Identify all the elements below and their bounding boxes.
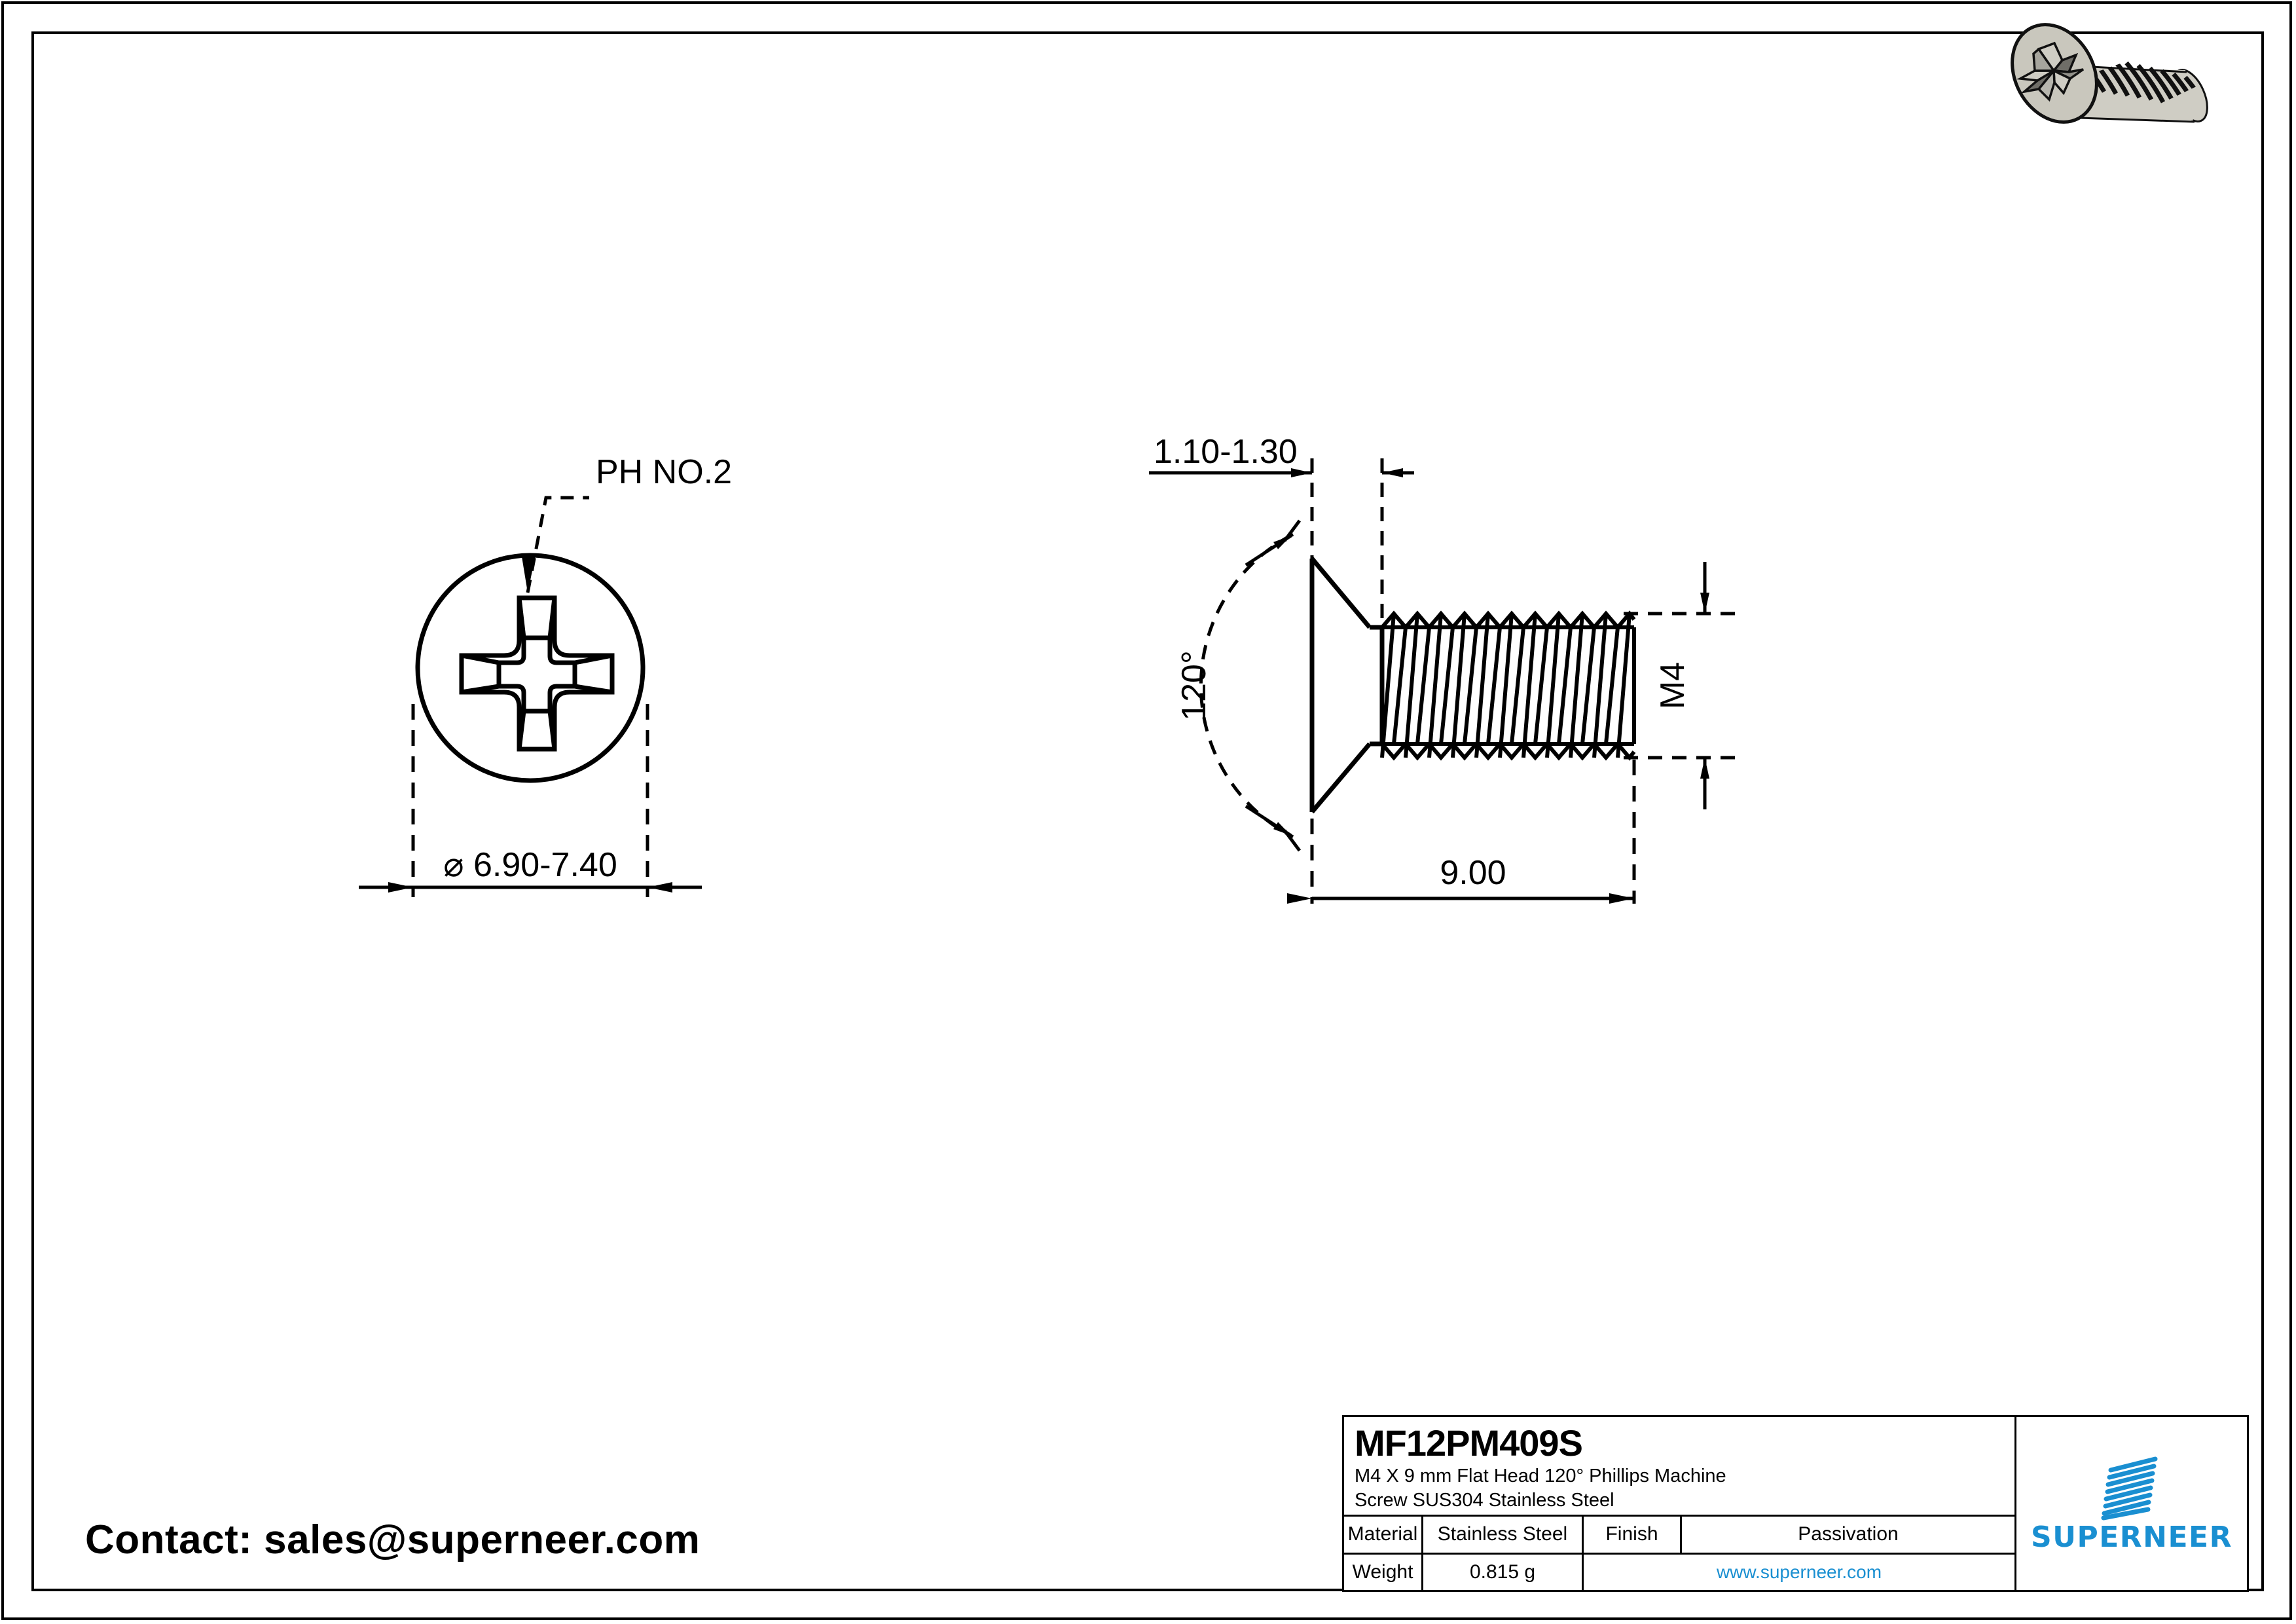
- part-number: MF12PM409S: [1355, 1422, 1583, 1464]
- length-dimension: [1287, 760, 1636, 904]
- countersunk-head-profile: [1309, 557, 1385, 814]
- brand-logo-panel: SUPERNEER: [2016, 1417, 2247, 1590]
- length-label: 9.00: [1440, 854, 1506, 892]
- weight-row: Weight 0.815 g www.superneer.com: [1344, 1554, 2014, 1590]
- title-block-description: MF12PM409S M4 X 9 mm Flat Head 120° Phil…: [1344, 1417, 2014, 1517]
- brand-name: SUPERNEER: [2031, 1521, 2232, 1554]
- head-height-dimension: [1149, 458, 1414, 629]
- screw-3d-render: [2011, 23, 2213, 124]
- side-elevation-view: 1.10-1.30 120° M4: [1149, 433, 1738, 904]
- contact-text: Contact: sales@superneer.com: [85, 1517, 701, 1562]
- head-top-view: PH NO.2 ⌀ 6.90-7.40: [359, 453, 732, 897]
- head-diameter-dimension: [359, 704, 702, 897]
- description-line-1: M4 X 9 mm Flat Head 120° Phillips Machin…: [1355, 1466, 1726, 1486]
- description-line-2: Screw SUS304 Stainless Steel: [1355, 1490, 1614, 1511]
- ph-no2-label: PH NO.2: [596, 453, 732, 491]
- head-height-label: 1.10-1.30: [1154, 433, 1298, 471]
- phillips-recess-outline: [459, 595, 615, 752]
- weight-label: Weight: [1344, 1554, 1423, 1590]
- website-link[interactable]: www.superneer.com: [1716, 1561, 1882, 1582]
- screw-head-3d: [2011, 23, 2098, 124]
- thread-size-label: M4: [1654, 662, 1692, 709]
- threaded-shank: [1380, 610, 1636, 761]
- sheet-inner-frame: [31, 31, 2264, 1591]
- phillips-recess-3d: [2016, 41, 2085, 102]
- head-angle-label: 120°: [1175, 650, 1213, 721]
- head-angle-dimension: [1199, 519, 1302, 852]
- thread-size-dimension: [1624, 562, 1738, 809]
- superneer-logo-icon: [2101, 1456, 2158, 1521]
- material-label: Material: [1344, 1517, 1423, 1553]
- material-row: Material Stainless Steel Finish Passivat…: [1344, 1517, 2014, 1555]
- ph-no2-leader: [522, 496, 589, 593]
- weight-value: 0.815 g: [1423, 1554, 1584, 1590]
- head-diameter-label: ⌀ 6.90-7.40: [443, 846, 617, 884]
- title-block-info: MF12PM409S M4 X 9 mm Flat Head 120° Phil…: [1344, 1417, 2016, 1590]
- finish-value: Passivation: [1798, 1523, 1899, 1545]
- head-outline-circle: [415, 553, 646, 783]
- screw-shank-3d: [2068, 56, 2213, 123]
- finish-label: Finish: [1584, 1517, 1682, 1553]
- material-value: Stainless Steel: [1423, 1517, 1584, 1553]
- title-block: MF12PM409S M4 X 9 mm Flat Head 120° Phil…: [1342, 1415, 2249, 1592]
